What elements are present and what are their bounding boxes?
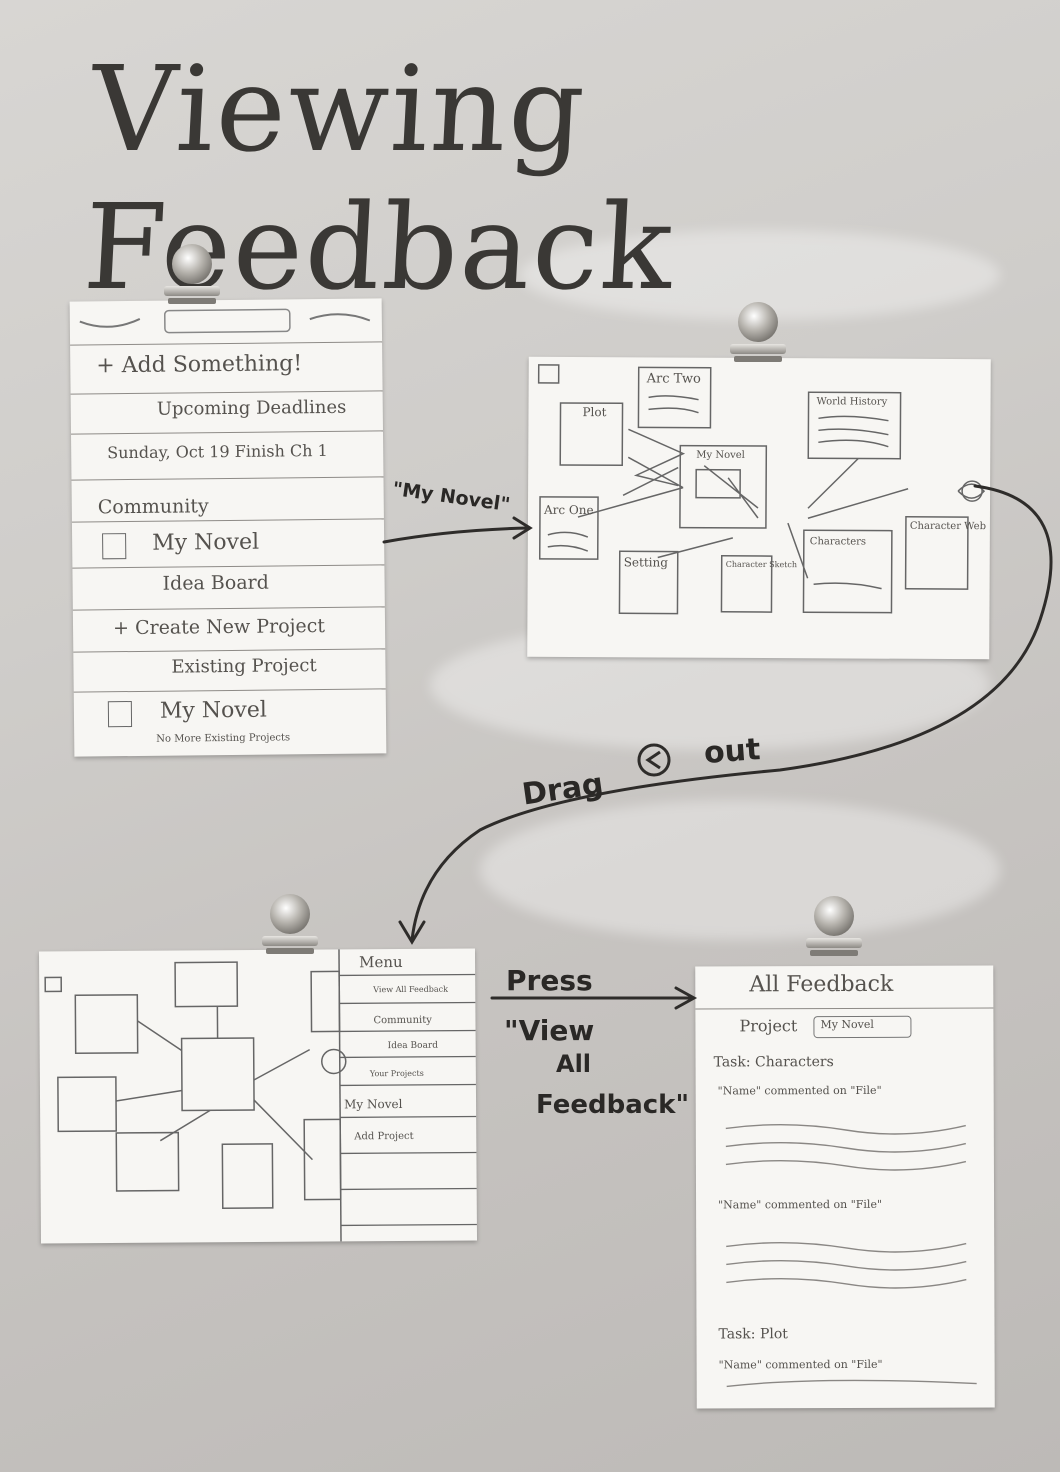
home-header-squiggle: [79, 308, 371, 334]
arrow-label-press: Press: [506, 964, 593, 997]
menu-board-connections: [44, 949, 477, 1242]
feedback-scribbles: [725, 1123, 977, 1388]
sketch-all-feedback: All Feedback Project My Novel Task: Char…: [695, 965, 995, 1409]
arrow-label-out: out: [702, 732, 762, 771]
collapse-handle-icon: [637, 743, 671, 777]
sketch-board-with-menu: Menu View All Feedback Community Idea Bo…: [38, 948, 478, 1244]
sketch-home-screen: + Add Something! Upcoming Deadlines Sund…: [69, 298, 387, 757]
binder-clip: [262, 894, 318, 964]
binder-clip: [806, 896, 862, 966]
arrow-label-view: "View: [504, 1014, 595, 1047]
sketch-project-board: Arc Two Plot World History My Novel Arc …: [527, 356, 991, 660]
binder-clip: [164, 244, 220, 314]
chevron-left-icon: [645, 750, 661, 770]
eraser-smudge: [480, 800, 1000, 940]
binder-clip: [730, 302, 786, 372]
board-connections: [537, 364, 986, 615]
arrow-label-feedback: Feedback": [536, 1090, 689, 1120]
arrow-label-all: All: [556, 1050, 592, 1078]
